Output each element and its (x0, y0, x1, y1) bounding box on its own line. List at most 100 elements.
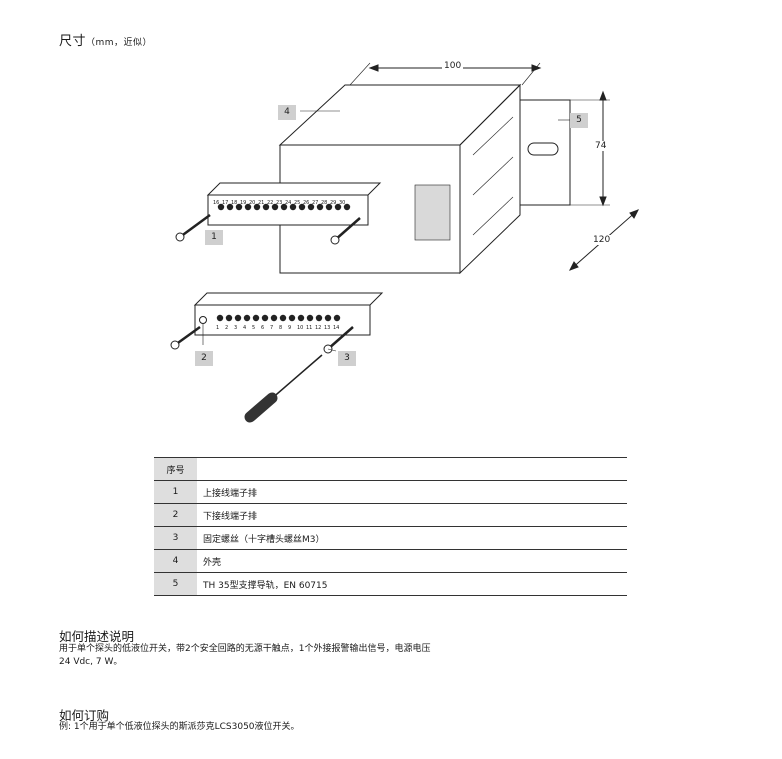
side-rib (472, 156, 514, 196)
terminal-label: 14 (333, 325, 340, 331)
terminal-label: 22 (267, 200, 274, 206)
description-line-2: 24 Vdc, 7 W。 (59, 657, 123, 667)
upper-terminal-holes (217, 203, 351, 211)
housing-top (278, 84, 522, 146)
leader-line (327, 348, 337, 352)
screw-shaft (179, 213, 211, 239)
terminal-label: 23 (276, 200, 283, 206)
dim-arrow (568, 261, 579, 271)
row-number: 1 (154, 480, 197, 504)
dimensions-heading: 尺寸（mm，近似） (59, 30, 152, 49)
screw-head (330, 235, 340, 245)
row-description: 固定螺丝（十字槽头螺丝M3） (197, 526, 627, 550)
callout-3: 3 (338, 351, 356, 366)
table-row: 5 TH 35型支撑导轨，EN 60715 (154, 572, 627, 596)
dimensions-title: 尺寸 (59, 34, 87, 49)
row-number: 4 (154, 549, 197, 573)
terminal-label: 19 (240, 200, 247, 206)
dimensions-note: （mm，近似） (86, 38, 153, 48)
lower-terminal-top (193, 292, 384, 306)
terminal-label: 11 (306, 325, 313, 331)
rail-slot (527, 142, 559, 156)
ordering-text: 例: 1个用于单个低液位探头的斯派莎克LCS3050液位开关。 (59, 722, 300, 732)
terminal-label: 10 (297, 325, 304, 331)
callout-1: 1 (205, 230, 223, 245)
terminal-label: 6 (261, 325, 265, 331)
terminal-label: 29 (330, 200, 337, 206)
table-header-number: 序号 (154, 457, 197, 481)
lower-terminal-holes (216, 314, 341, 322)
upper-terminal-block (207, 194, 369, 226)
screwdriver-handle (244, 392, 278, 423)
terminal-label: 7 (270, 325, 274, 331)
row-description: 外壳 (197, 549, 627, 573)
ordering-title: 如何订购 (59, 708, 110, 723)
row-description: 下接线端子排 (197, 503, 627, 527)
description-line-1: 用于单个探头的低液位开关，带2个安全回路的无源干触点，1个外接报警输出信号，电源… (59, 644, 431, 654)
callout-4: 4 (278, 105, 296, 120)
terminal-label: 8 (279, 325, 283, 331)
terminal-label: 4 (243, 325, 247, 331)
dimension-width-label: 100 (442, 61, 464, 71)
terminal-label: 9 (288, 325, 292, 331)
description-title: 如何描述说明 (59, 629, 135, 644)
mounting-hole (199, 316, 207, 324)
front-window (414, 184, 451, 241)
dim-arrow (368, 64, 379, 72)
screw-shaft (334, 217, 361, 241)
callout-5: 5 (570, 113, 588, 128)
screwdriver-shaft (269, 354, 323, 401)
table-row: 3 固定螺丝（十字槽头螺丝M3） (154, 526, 627, 550)
terminal-label: 26 (303, 200, 310, 206)
row-description: 上接线端子排 (197, 480, 627, 504)
side-rib (472, 196, 514, 236)
table-row: 1 上接线端子排 (154, 480, 627, 504)
upper-terminal-top (206, 182, 382, 196)
terminal-label: 3 (234, 325, 238, 331)
terminal-label: 20 (249, 200, 256, 206)
row-number: 3 (154, 526, 197, 550)
terminal-label: 17 (222, 200, 229, 206)
table-row: 4 外壳 (154, 549, 627, 573)
terminal-label: 27 (312, 200, 319, 206)
screw-head (170, 340, 180, 350)
terminal-label: 18 (231, 200, 238, 206)
terminal-label: 5 (252, 325, 256, 331)
dim-arrow (599, 90, 607, 101)
dimension-height-label: 74 (593, 141, 609, 151)
callout-2: 2 (195, 351, 213, 366)
screw-head (175, 232, 185, 242)
housing-side (459, 83, 521, 275)
terminal-label: 28 (321, 200, 328, 206)
terminal-label: 13 (324, 325, 331, 331)
screw-shaft (327, 326, 354, 350)
parts-table: 序号 1 上接线端子排 2 下接线端子排 3 固定螺丝（十字槽头螺丝M3） 4 … (154, 457, 627, 596)
terminal-label: 30 (339, 200, 346, 206)
table-header-blank (197, 457, 627, 481)
row-description: TH 35型支撑导轨，EN 60715 (197, 572, 627, 596)
dim-ext-line (521, 62, 541, 86)
terminal-label: 12 (315, 325, 322, 331)
din-rail (519, 99, 571, 206)
table-row: 2 下接线端子排 (154, 503, 627, 527)
terminal-label: 25 (294, 200, 301, 206)
row-number: 2 (154, 503, 197, 527)
screw-shaft (174, 325, 201, 347)
terminal-label: 24 (285, 200, 292, 206)
side-rib (472, 116, 514, 156)
terminal-label: 2 (225, 325, 229, 331)
terminal-label: 1 (216, 325, 220, 331)
dim-arrow (629, 209, 640, 219)
drawing-svg (170, 62, 640, 423)
description-text: 用于单个探头的低液位开关，带2个安全回路的无源干触点，1个外接报警输出信号，电源… (59, 643, 719, 669)
table-header-row: 序号 (154, 457, 627, 481)
dim-arrow (599, 196, 607, 207)
terminal-label: 21 (258, 200, 265, 206)
dim-ext-line (349, 62, 371, 86)
terminal-label: 16 (213, 200, 220, 206)
dimension-depth-label: 120 (591, 235, 613, 245)
row-number: 5 (154, 572, 197, 596)
